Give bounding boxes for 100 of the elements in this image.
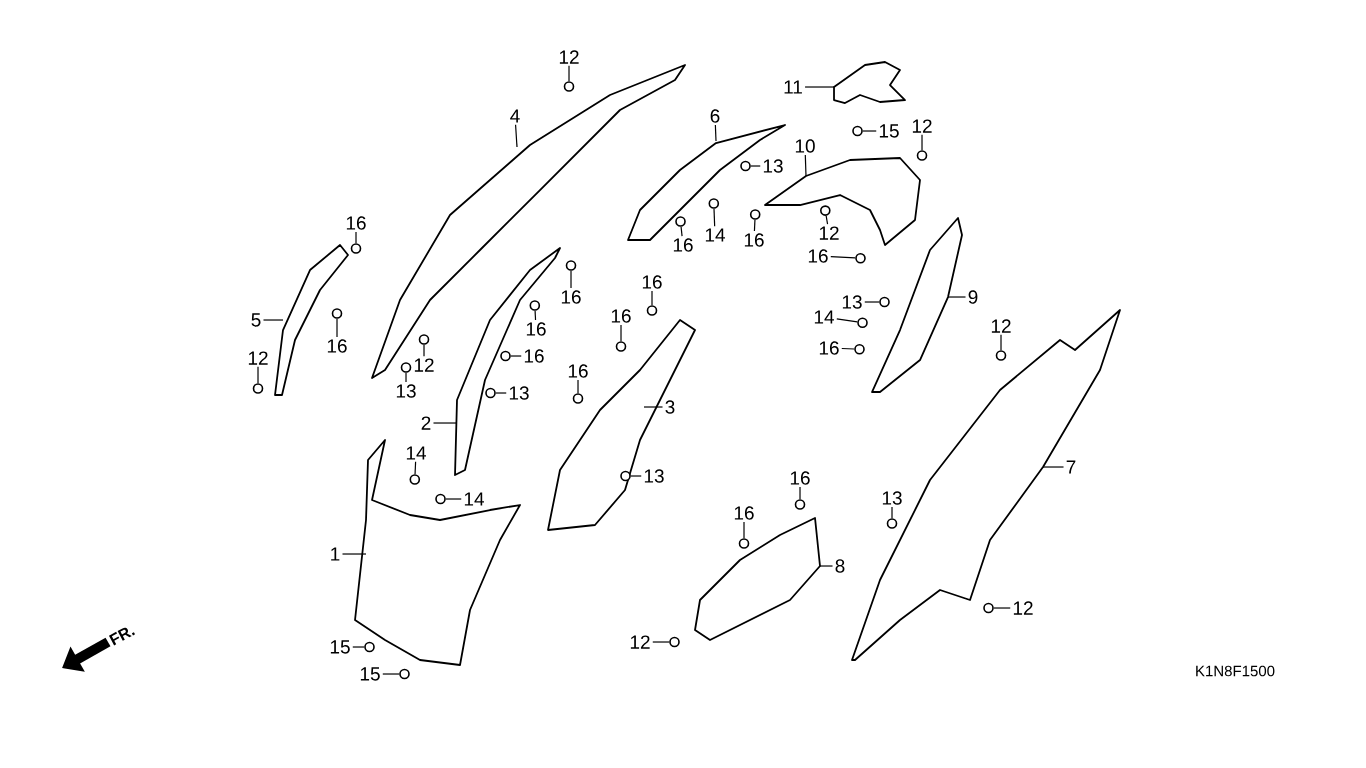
leader-line xyxy=(262,319,284,321)
callout-number: 12 xyxy=(248,351,268,365)
callout-number: 12 xyxy=(559,50,579,64)
fastener-icon xyxy=(740,160,751,172)
fastener-icon xyxy=(857,317,868,328)
leader-line xyxy=(836,318,858,323)
fastener-icon xyxy=(364,641,375,653)
fastener-icon xyxy=(400,362,412,373)
leader-line xyxy=(620,324,622,342)
callout-number: 4 xyxy=(510,109,520,123)
fastener-icon xyxy=(855,252,866,264)
callout-number: 16 xyxy=(734,506,754,520)
leader-line xyxy=(423,344,425,357)
callout-number: 16 xyxy=(819,341,839,355)
callout-number: 15 xyxy=(330,640,350,654)
leader-line xyxy=(355,231,357,244)
callout-number: 16 xyxy=(744,233,764,247)
leader-line xyxy=(405,372,407,383)
callout-number: 15 xyxy=(879,124,899,138)
callout-number: 16 xyxy=(327,339,347,353)
cover-panel xyxy=(833,61,906,104)
callout-number: 5 xyxy=(251,313,261,327)
leader-line xyxy=(862,130,877,132)
fastener-icon xyxy=(916,150,928,161)
fastener-icon xyxy=(409,474,421,485)
callout-number: 2 xyxy=(421,416,431,430)
leader-line xyxy=(714,124,717,142)
callout-number: 16 xyxy=(642,275,662,289)
fastener-icon xyxy=(615,341,627,352)
leader-line xyxy=(257,366,259,384)
leader-line xyxy=(993,607,1011,609)
callout-number: 12 xyxy=(630,635,650,649)
fastener-icon xyxy=(418,334,430,345)
leader-line xyxy=(743,521,745,539)
callout-number: 8 xyxy=(835,559,845,573)
callout-number: 3 xyxy=(665,400,675,414)
leader-line xyxy=(1042,466,1065,468)
fastener-icon xyxy=(529,300,541,311)
fastener-icon xyxy=(399,668,410,680)
leader-line xyxy=(510,355,522,357)
fastener-icon xyxy=(852,125,863,137)
callout-number: 16 xyxy=(611,309,631,323)
fastener-icon xyxy=(331,308,343,319)
callout-number: 16 xyxy=(790,471,810,485)
direction-label: FR. xyxy=(109,627,135,646)
leader-line xyxy=(568,65,570,82)
leader-line xyxy=(414,461,417,475)
callout-number: 16 xyxy=(526,322,546,336)
cover-panel xyxy=(274,244,349,396)
leader-line xyxy=(514,124,518,148)
fastener-icon xyxy=(252,383,264,394)
callout-number: 13 xyxy=(763,159,783,173)
leader-line xyxy=(819,565,834,567)
callout-number: 13 xyxy=(396,384,416,398)
callout-number: 16 xyxy=(561,290,581,304)
leader-line xyxy=(652,641,670,643)
fastener-icon xyxy=(675,216,686,227)
fastener-icon xyxy=(708,198,720,209)
leader-line xyxy=(341,553,367,555)
fastener-icon xyxy=(646,305,658,316)
leader-line xyxy=(336,318,338,338)
leader-line xyxy=(352,646,365,648)
cover-panel xyxy=(764,157,921,246)
callout-number: 16 xyxy=(673,238,693,252)
fastener-icon xyxy=(500,350,511,362)
fastener-icon xyxy=(983,602,994,614)
leader-line xyxy=(643,406,664,408)
leader-line xyxy=(750,165,761,167)
callout-number: 12 xyxy=(912,119,932,133)
callout-number: 7 xyxy=(1066,460,1076,474)
fastener-icon xyxy=(749,209,761,220)
leader-line xyxy=(577,379,579,394)
cover-panel xyxy=(454,247,561,476)
fastener-icon xyxy=(794,499,806,510)
leader-line xyxy=(680,226,683,237)
leader-line xyxy=(432,422,458,424)
fastener-icon xyxy=(563,81,575,92)
callout-number: 14 xyxy=(464,492,484,506)
fastener-icon xyxy=(669,636,680,648)
callout-number: 16 xyxy=(346,216,366,230)
callout-number: 16 xyxy=(568,364,588,378)
leader-line xyxy=(713,208,716,227)
callout-number: 12 xyxy=(991,319,1011,333)
callout-number: 16 xyxy=(524,349,544,363)
cover-panel xyxy=(851,309,1121,661)
leader-line xyxy=(1000,334,1002,351)
callout-number: 16 xyxy=(808,249,828,263)
callout-number: 14 xyxy=(705,228,725,242)
cover-panel xyxy=(871,217,963,393)
leader-line xyxy=(753,219,756,232)
callout-number: 12 xyxy=(1013,601,1033,615)
leader-line xyxy=(799,486,801,500)
leader-line xyxy=(445,498,462,500)
leader-line xyxy=(804,86,835,88)
leader-line xyxy=(891,506,893,519)
leader-line xyxy=(841,347,855,350)
leader-line xyxy=(947,296,967,298)
leader-line xyxy=(570,270,572,289)
fastener-icon xyxy=(995,350,1007,361)
callout-number: 14 xyxy=(406,446,426,460)
